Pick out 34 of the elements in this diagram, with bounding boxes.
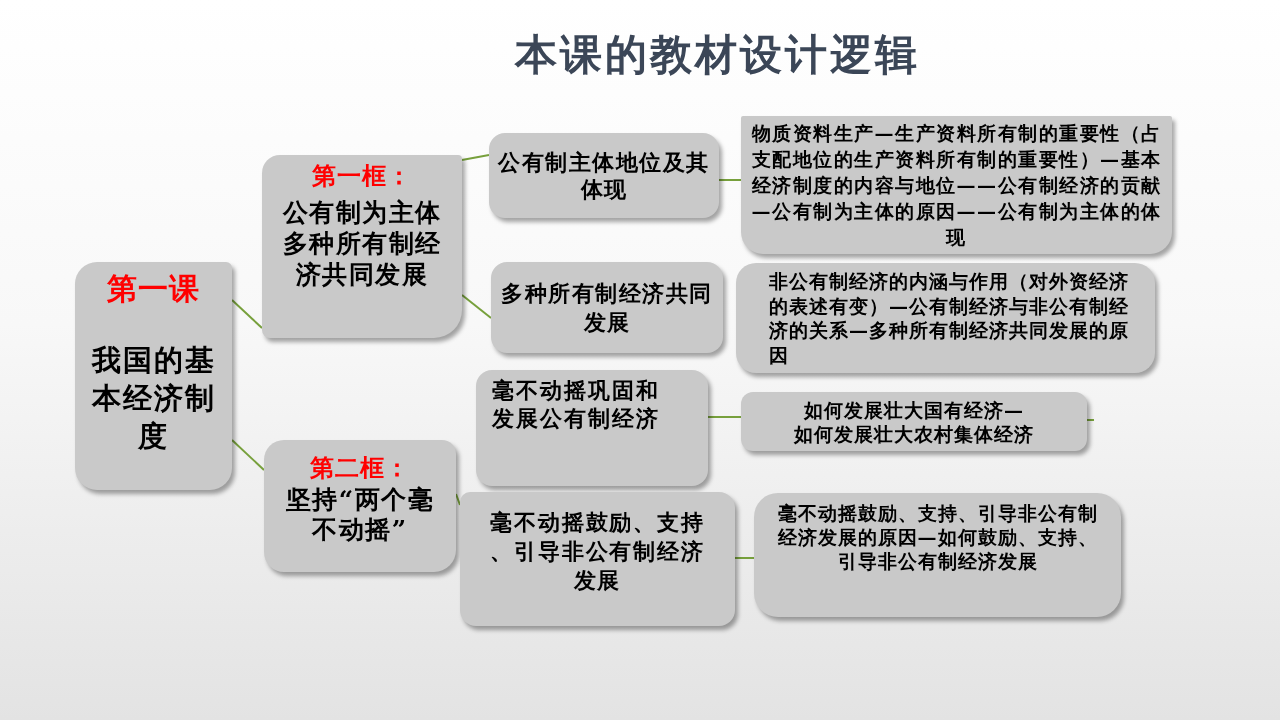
topic-box (460, 492, 735, 626)
connector-line (231, 439, 265, 471)
body-text: 公有制为主体多种所有制经济共同发展 (281, 197, 443, 290)
body-text: 坚持“两个毫不动摇” (284, 485, 436, 545)
topic-box (489, 133, 719, 218)
topic-box (476, 370, 708, 486)
body-text: 公有制主体地位及其体现 (496, 148, 711, 203)
lesson-box (75, 262, 232, 490)
connector-line (461, 154, 490, 161)
detail-box (754, 493, 1121, 617)
heading-text: 第二框： (310, 453, 410, 483)
body-text: 毫不动摇巩固和发展公有制经济 (492, 376, 661, 432)
connector-line (734, 557, 755, 559)
section-box (262, 155, 462, 338)
connector-line (1086, 419, 1095, 421)
topic-box (491, 262, 723, 353)
connector-line (718, 179, 742, 181)
section-box (264, 440, 456, 572)
connector-line (707, 416, 742, 418)
body-text: 多种所有制经济共同发展 (500, 278, 714, 337)
connector-line (455, 493, 461, 506)
body-text: 非公有制经济的内涵与作用（对外资经济的表述有变）—公有制经济与非公有制经济的关系—多种所有制经济共同发展的原因 (769, 269, 1130, 367)
connector-line (231, 299, 263, 329)
body-text: 毫不动摇鼓励、支持、引导非公有制经济发展 (489, 508, 706, 595)
connector-line (461, 294, 492, 319)
body-text: 如何发展壮大国有经济—如何发展壮大农村集体经济 (793, 397, 1035, 446)
detail-box (741, 392, 1087, 451)
heading-text: 第一框： (312, 161, 412, 191)
heading-text: 第一课 (107, 270, 200, 308)
body-text: 我国的基本经济制度 (90, 342, 217, 455)
detail-box (736, 263, 1155, 373)
slide-title: 本课的教材设计逻辑 (514, 30, 920, 80)
body-text: 毫不动摇鼓励、支持、引导非公有制经济发展的原因—如何鼓励、支持、引导非公有制经济发展 (776, 501, 1099, 573)
body-text: 物质资料生产—生产资料所有制的重要性（占支配地位的生产资料所有制的重要性）—基本经济制度的内容与地位——公有制经济的贡献—公有制为主体的原因——公有制为主体的体现 (750, 121, 1163, 250)
